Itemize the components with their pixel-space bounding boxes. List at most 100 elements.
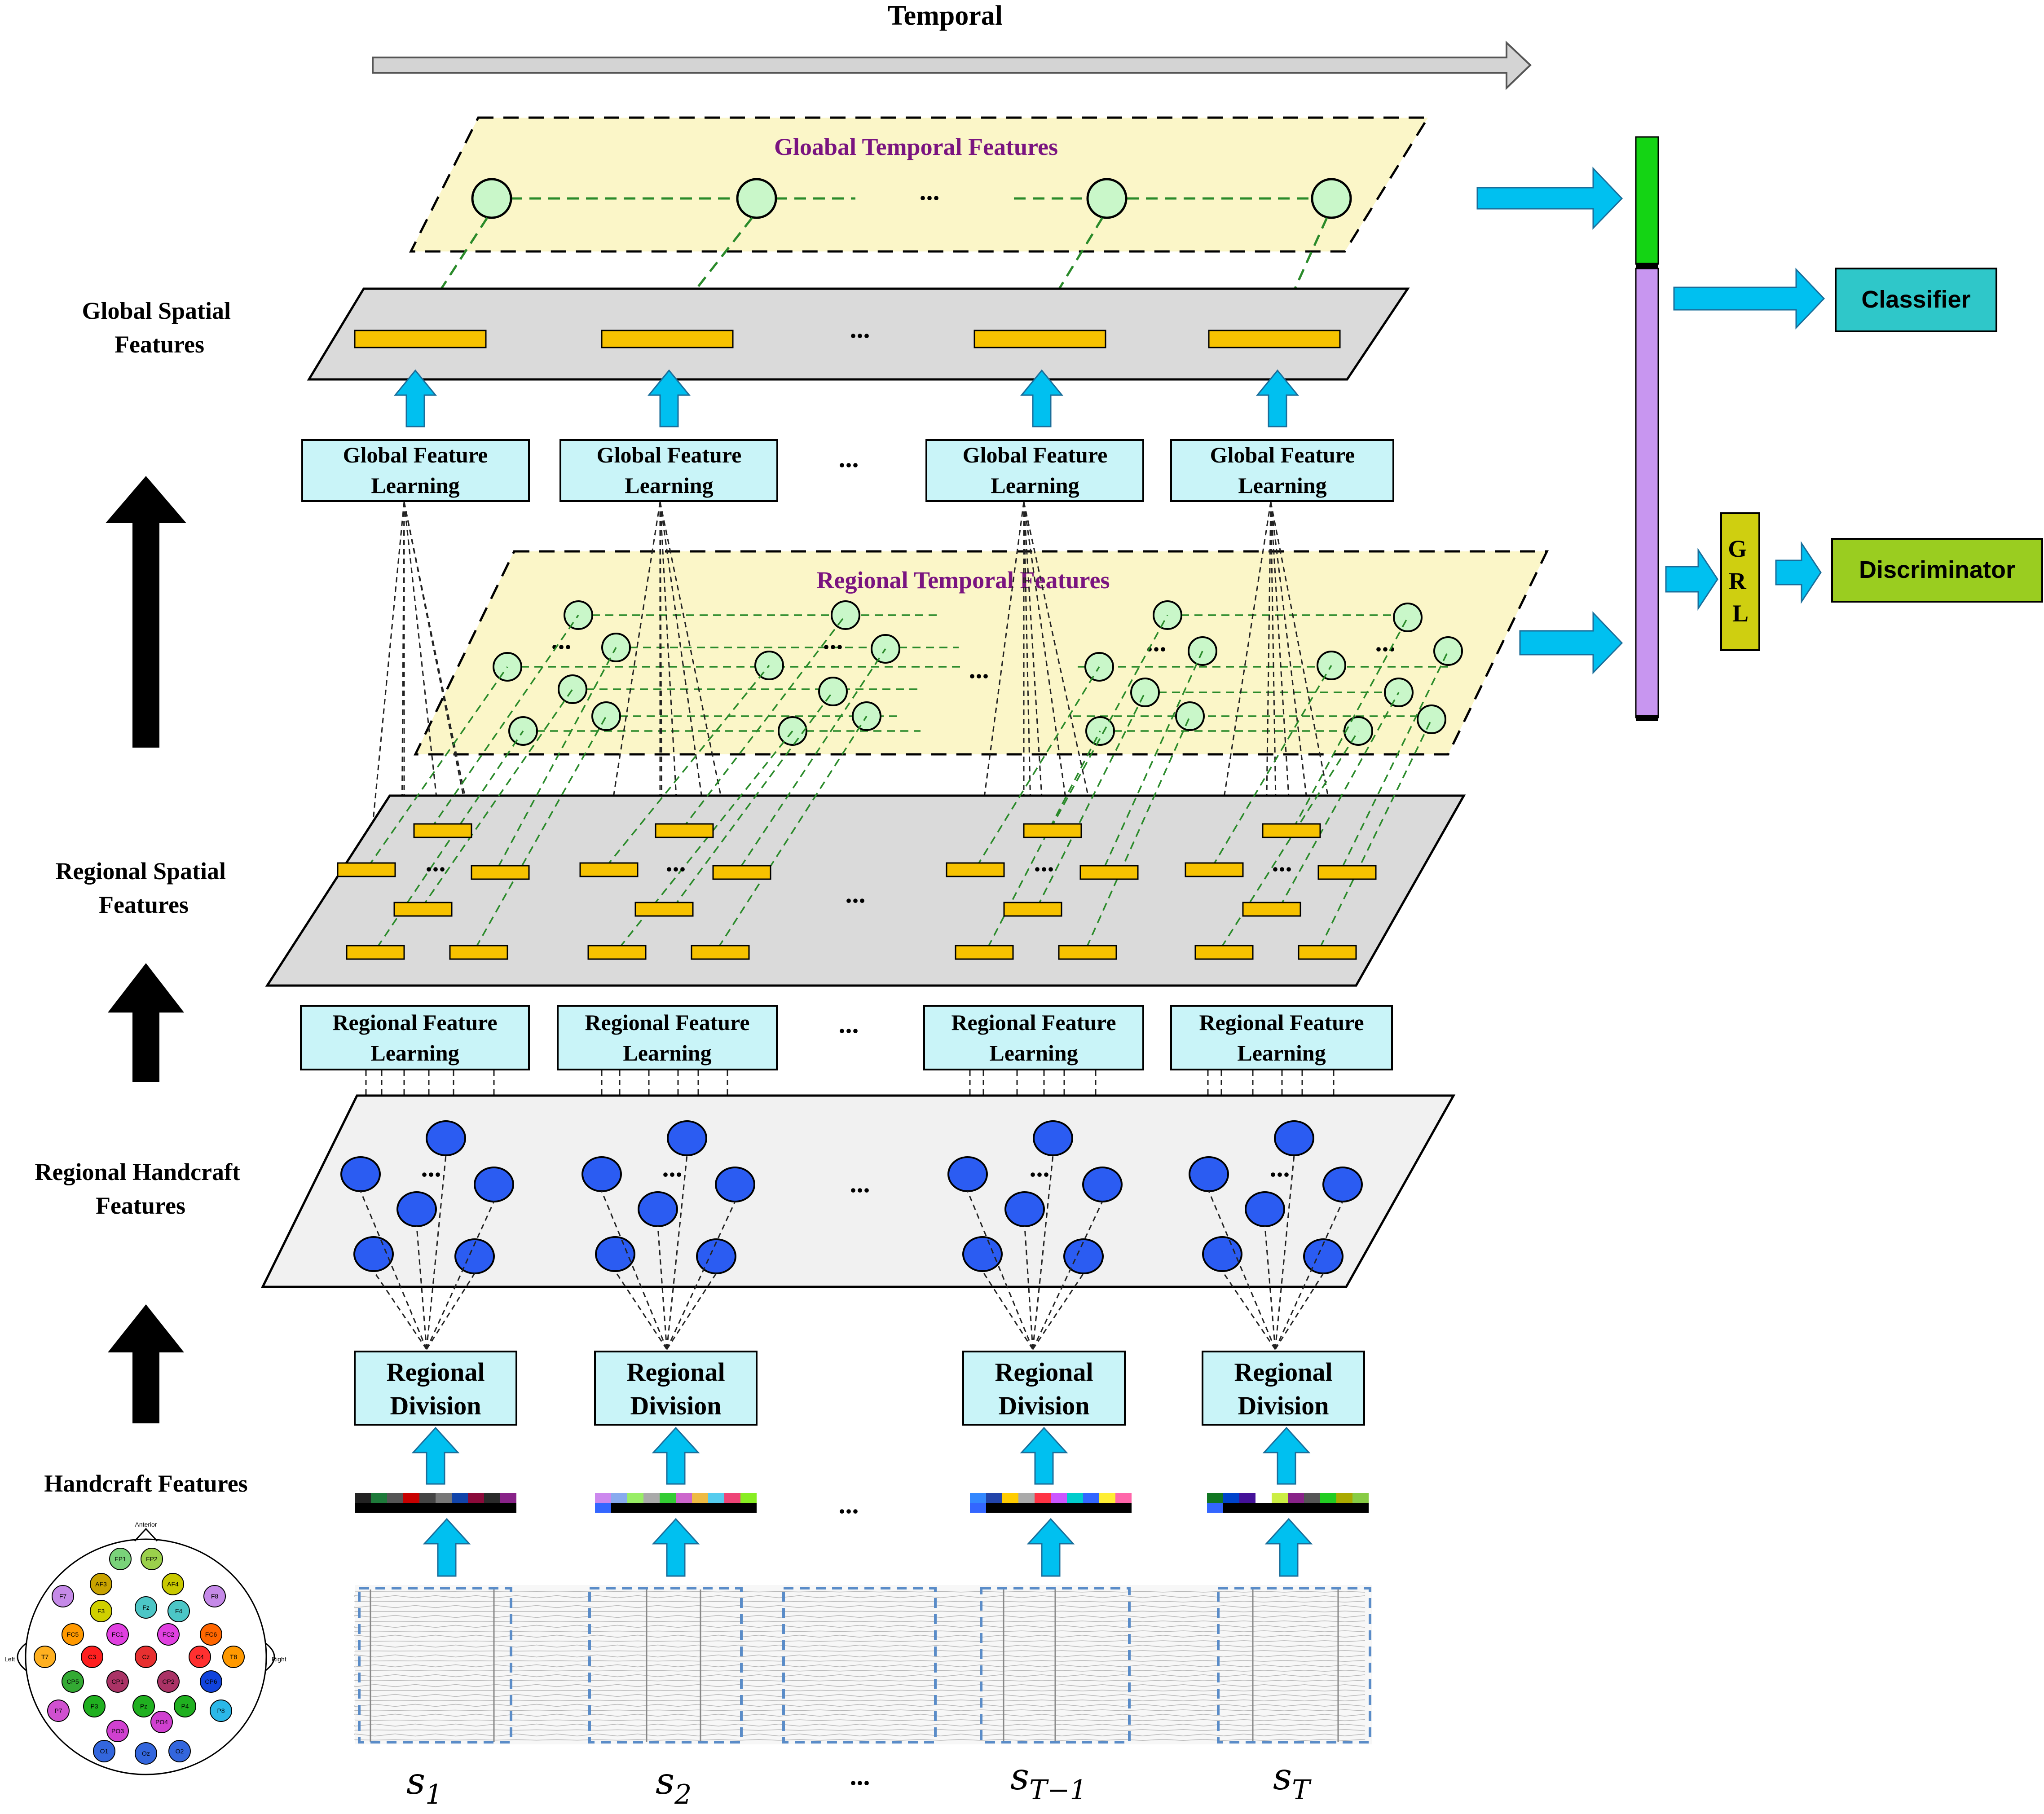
electrode-label: T7 <box>41 1653 49 1660</box>
ellipsis: ... <box>1270 1153 1290 1182</box>
spatial-bar <box>1208 330 1341 348</box>
eeg-channel-trace <box>354 1729 1366 1731</box>
spatial-bar <box>1317 865 1377 880</box>
feature-cell <box>643 1493 660 1503</box>
discriminator-box <box>1831 538 2043 603</box>
handcraft-node <box>1004 1191 1045 1227</box>
electrode-label: AF3 <box>95 1581 107 1588</box>
handcraft-node <box>696 1238 736 1274</box>
eeg-signal <box>354 1585 1372 1744</box>
electrode-label: CP1 <box>111 1678 123 1685</box>
feature-cell <box>1207 1503 1223 1513</box>
spatial-bar <box>393 902 453 917</box>
handcraft-node <box>667 1120 707 1156</box>
regional-division-box <box>962 1351 1126 1426</box>
eeg-channel-trace <box>354 1674 1366 1678</box>
black-up-arrows <box>106 476 186 1423</box>
handcraft-label: Handcraft Features <box>44 1470 247 1497</box>
grl-box <box>1720 512 1760 651</box>
regional-feature-segment <box>1635 268 1659 718</box>
electrode-label: P7 <box>54 1707 62 1714</box>
grl-label: G R L <box>1728 535 1753 627</box>
temporal-label: Temporal <box>888 0 1003 31</box>
electrode-cz <box>135 1646 157 1668</box>
ellipsis: ... <box>850 1168 870 1198</box>
feature-cell <box>1018 1493 1035 1503</box>
electrode-fp1 <box>109 1548 132 1570</box>
regional-division-box <box>354 1351 517 1426</box>
temporal-node <box>1311 178 1352 219</box>
global-spatial-plane <box>307 287 1410 381</box>
spatial-bar <box>1003 902 1062 917</box>
feature-cell <box>1255 1493 1272 1503</box>
temporal-node <box>1417 704 1446 734</box>
global-temporal-nodes <box>471 178 1352 219</box>
electrode-f3 <box>90 1600 112 1622</box>
electrode-t8 <box>222 1646 245 1668</box>
electrode-label: FC6 <box>205 1631 217 1638</box>
electrode-label: O2 <box>176 1748 184 1755</box>
feature-cell <box>1051 1493 1067 1503</box>
temporal-node <box>831 600 860 630</box>
global-temporal-plane <box>409 116 1430 253</box>
global-spatial-label: Global Spatial Features <box>82 297 237 358</box>
electrode-label: FP2 <box>146 1555 158 1563</box>
spatial-bar <box>449 945 508 960</box>
spatial-bar <box>712 865 771 880</box>
electrode-label: PO3 <box>111 1727 124 1735</box>
ellipsis: ... <box>839 1489 859 1519</box>
handcraft-node <box>340 1156 381 1192</box>
spatial-bar <box>974 330 1106 348</box>
electrode-label: FP1 <box>115 1555 126 1563</box>
electrode-cp1 <box>106 1670 129 1693</box>
feature-cell <box>611 1493 627 1503</box>
feature-strip-base <box>355 1503 516 1513</box>
temporal-node <box>1433 636 1463 666</box>
global-learning-box <box>559 439 778 502</box>
ellipsis: ... <box>850 314 870 343</box>
segment-window <box>782 1587 937 1744</box>
regional-learning-box <box>1170 1005 1393 1070</box>
eeg-channel-trace <box>354 1644 1366 1648</box>
spatial-bar <box>587 945 647 960</box>
svg-text:sT: sT <box>1273 1756 1312 1806</box>
feature-cell <box>1207 1493 1223 1503</box>
eeg-channel-trace <box>354 1679 1366 1682</box>
temporal-arrow <box>372 40 1532 90</box>
global-learning-box <box>1170 439 1394 502</box>
spatial-bar <box>1194 945 1254 960</box>
regional-handcraft-plane <box>260 1094 1456 1288</box>
feature-cell <box>970 1503 986 1513</box>
handcraft-node <box>426 1120 466 1156</box>
up-arrows-segments <box>423 1518 1313 1577</box>
feature-cell <box>371 1493 387 1503</box>
global-learning-box <box>301 439 530 502</box>
regional-division-box <box>1202 1351 1365 1426</box>
handcraft-node <box>1202 1236 1242 1272</box>
svg-text:Anterior: Anterior <box>135 1521 157 1528</box>
segment-window <box>588 1587 743 1744</box>
electrode-af3 <box>90 1573 112 1595</box>
feature-cell <box>1272 1493 1288 1503</box>
electrode-label: F8 <box>211 1593 219 1600</box>
feature-cell <box>1304 1493 1320 1503</box>
handcraft-node <box>1082 1167 1123 1202</box>
feature-cell <box>627 1493 643 1503</box>
feature-cell <box>1352 1493 1369 1503</box>
electrode-fc5 <box>62 1623 84 1646</box>
regional-learning-box <box>923 1005 1144 1070</box>
electrode-fp2 <box>141 1548 163 1570</box>
electrode-label: F7 <box>59 1593 67 1600</box>
handcraft-node <box>353 1236 394 1272</box>
ellipsis: ... <box>426 847 446 877</box>
feature-cell <box>1336 1493 1352 1503</box>
electrode-label: AF4 <box>167 1581 179 1588</box>
handcraft-node <box>474 1167 514 1202</box>
spatial-bar <box>955 945 1014 960</box>
